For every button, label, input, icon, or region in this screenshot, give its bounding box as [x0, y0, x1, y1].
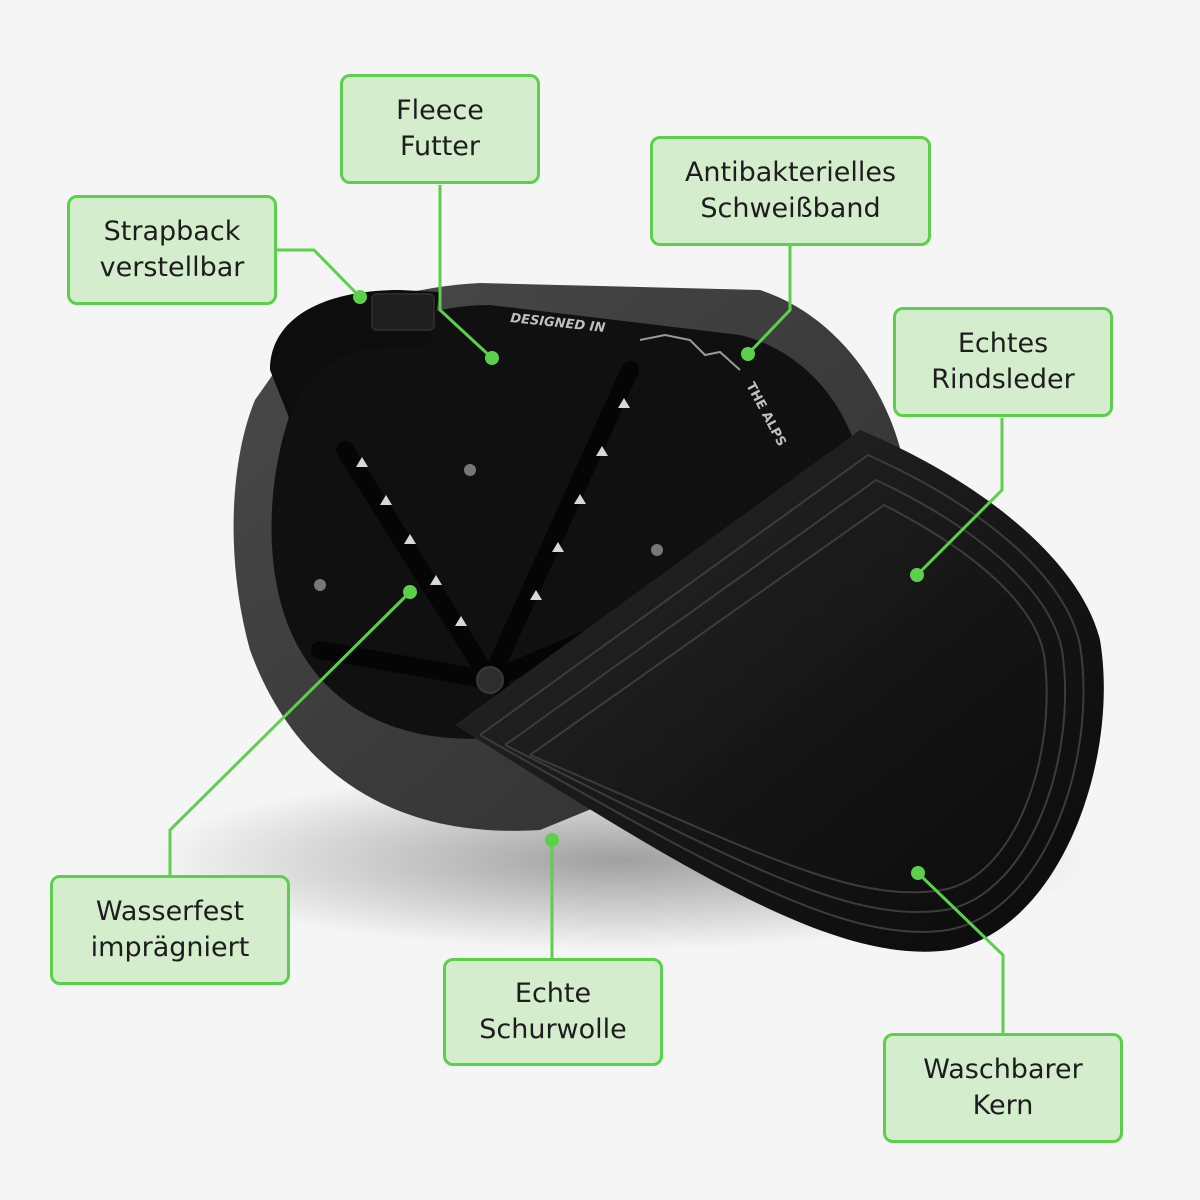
label-core-line2: Kern: [972, 1090, 1034, 1121]
label-fleece-line1: Fleece: [396, 95, 484, 126]
callout-line-sweatband: [746, 246, 792, 356]
callout-dot-wool: [545, 833, 559, 847]
label-strapback-line1: Strapback: [103, 216, 241, 247]
label-wool: Echte Schurwolle: [443, 958, 663, 1066]
callout-dot-strapback: [353, 290, 367, 304]
label-leather-line2: Rindsleder: [931, 364, 1075, 395]
label-sweatband: Antibakterielles Schweißband: [650, 136, 931, 246]
crown-button: [476, 666, 504, 694]
callout-dot-waterproof: [403, 585, 417, 599]
callout-line-leather: [915, 418, 1004, 577]
label-core: Waschbarer Kern: [883, 1033, 1123, 1143]
callout-dot-fleece: [485, 351, 499, 365]
callout-lines: [168, 185, 1005, 1033]
callout-dot-leather: [910, 568, 924, 582]
label-waterproof-line2: imprägniert: [90, 932, 250, 963]
strap-buckle: [371, 293, 435, 331]
eyelet: [314, 579, 326, 591]
callout-line-fleece: [438, 185, 494, 360]
callout-dots: [353, 290, 925, 880]
label-leather-line1: Echtes: [957, 328, 1049, 359]
label-wool-line1: Echte: [514, 978, 592, 1009]
label-sweatband-line1: Antibakterielles: [684, 157, 897, 188]
label-wool-line2: Schurwolle: [479, 1014, 627, 1045]
label-waterproof: Wasserfest imprägniert: [50, 875, 290, 985]
label-fleece: Fleece Futter: [340, 74, 540, 184]
eyelet: [651, 544, 663, 556]
label-sweatband-line2: Schweißband: [700, 193, 881, 224]
label-core-line1: Waschbarer: [923, 1054, 1083, 1085]
label-waterproof-line1: Wasserfest: [95, 896, 245, 927]
callout-line-core: [916, 871, 1005, 1033]
eyelet: [464, 464, 476, 476]
callout-dot-sweatband: [741, 347, 755, 361]
label-strapback: Strapback verstellbar: [67, 195, 277, 305]
tape-print-mountain: [639, 333, 741, 371]
label-leather: Echtes Rindsleder: [893, 307, 1113, 417]
callout-line-strapback: [277, 248, 362, 299]
label-fleece-line2: Futter: [399, 131, 481, 162]
leather-brim: [455, 430, 1104, 952]
callout-line-waterproof: [168, 590, 412, 875]
callout-dot-core: [911, 866, 925, 880]
brim-stitching: [479, 453, 1085, 933]
label-strapback-line2: verstellbar: [99, 252, 245, 283]
